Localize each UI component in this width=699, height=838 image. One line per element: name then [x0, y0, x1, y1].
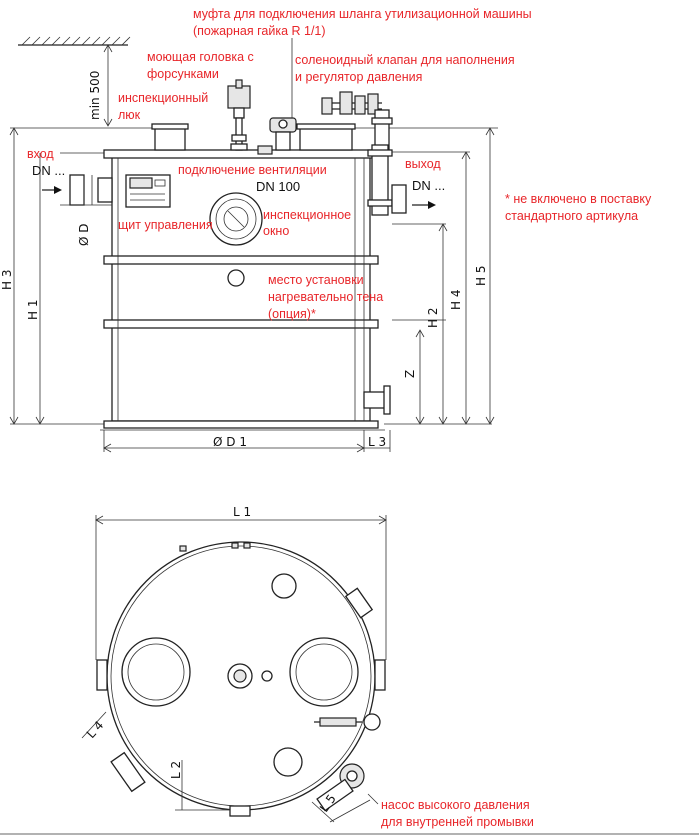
l4-label: L 4: [84, 718, 107, 741]
solenoid-label: соленоидный клапан для наполнения: [295, 53, 515, 67]
d1-label: Ø D 1: [213, 435, 247, 449]
fire-coupling: [269, 117, 297, 151]
dn-inlet: DN ...: [32, 163, 65, 178]
heater-port: [227, 269, 245, 287]
hatch-label: инспекционный: [118, 91, 208, 105]
dn-outlet: DN ...: [412, 178, 445, 193]
od-label: Ø D: [77, 224, 91, 247]
h5-label: H 5: [474, 266, 488, 286]
window-label-2: окно: [263, 224, 289, 238]
tank-top-view: [96, 541, 386, 817]
pump-label-2: для внутренней промывки: [381, 815, 534, 829]
heater-label-2: нагревательно тена: [268, 290, 383, 304]
wash-head-label-2: форсунками: [147, 67, 219, 81]
drain-flange: [363, 385, 391, 415]
dimension-lines-left: [9, 127, 104, 425]
wash-head: [227, 79, 251, 151]
min500-label: min 500: [88, 71, 102, 120]
vent-stub: [257, 145, 273, 155]
wash-head-label: моющая головка с: [147, 50, 254, 64]
solenoid-valve: [321, 91, 393, 151]
l2-label: L 2: [169, 761, 183, 779]
dimension-l1: [95, 515, 387, 660]
not-included-label: * не включено в поставку: [505, 192, 652, 206]
control-panel: [125, 174, 171, 208]
dimension-lines-right: [384, 127, 495, 425]
window-label: инспекционное: [263, 208, 351, 222]
inlet-label: вход: [27, 147, 54, 161]
control-panel-label: щит управления: [118, 218, 213, 232]
outlet-label: выход: [405, 157, 441, 171]
vent-dn: DN 100: [256, 179, 300, 194]
small-dimensions: [81, 711, 371, 823]
z-label: Z: [403, 370, 417, 378]
heater-label-3: (опция)*: [268, 307, 316, 321]
l1-label: L 1: [233, 505, 251, 519]
inspection-window: [209, 192, 263, 246]
h1-label: H 1: [26, 300, 40, 320]
heater-label: место установки: [268, 273, 364, 287]
h2-label: H 2: [426, 308, 440, 328]
inlet-pipe: [42, 174, 113, 206]
inspection-hatch: [151, 123, 356, 151]
pump-label: насос высокого давления: [381, 798, 530, 812]
ceiling-hatch: [18, 36, 131, 46]
solenoid-label-2: и регулятор давления: [295, 70, 422, 84]
h3-label: H 3: [0, 270, 14, 290]
l3-label: L 3: [368, 435, 386, 449]
coupling-label-2: (пожарная гайка R 1/1): [193, 24, 326, 38]
hatch-label-2: люк: [118, 108, 141, 122]
coupling-label: муфта для подключения шланга утилизацион…: [193, 7, 532, 21]
dimension-d1: [103, 430, 391, 453]
min500-dimension: min 500: [88, 44, 113, 127]
not-included-label-2: стандартного артикула: [505, 209, 638, 223]
vent-label: подключение вентиляции: [178, 163, 327, 177]
outlet-pipe: [367, 144, 407, 216]
h4-label: H 4: [449, 290, 463, 310]
